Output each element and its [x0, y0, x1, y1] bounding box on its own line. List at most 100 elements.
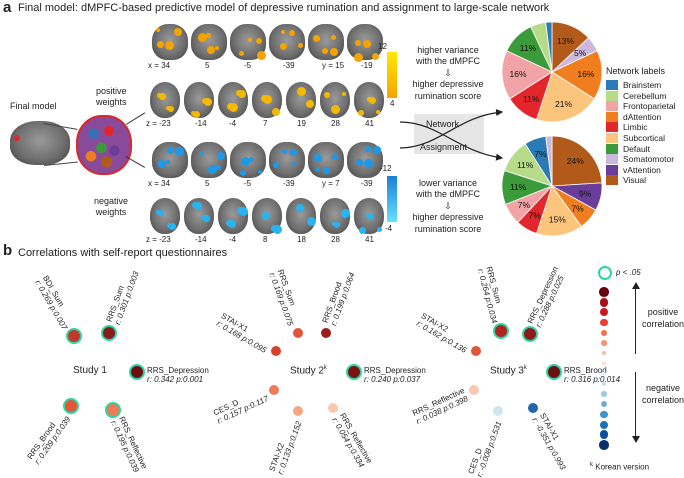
legend-label: dAttention [623, 111, 662, 122]
slice-coordinate-label: 41 [365, 235, 374, 244]
final-model-brain-figure: Final model [4, 101, 149, 195]
pos-line-5: rumination score [414, 90, 482, 101]
correlation-node [521, 325, 538, 342]
slice-coordinate-label: -4 [229, 235, 237, 244]
correlation-node [292, 327, 303, 338]
activation-blob [199, 152, 203, 156]
node-name: RRS_Brood [564, 366, 607, 375]
activation-blob [281, 30, 285, 34]
scale-dot [601, 391, 607, 397]
scale-arrow-up-head [632, 282, 640, 289]
slice-coordinate-label: x = 34 [148, 61, 171, 70]
correlation-legend: p < .05 positive correlation negative co… [590, 266, 684, 474]
slice-coordinate-label: 19 [297, 119, 306, 128]
activation-blob [204, 98, 212, 106]
activation-blob [168, 106, 174, 112]
legend-label: Default [623, 143, 650, 154]
pie-slice-label: 7% [534, 149, 547, 159]
activation-blob [166, 106, 170, 110]
panel-b-letter: b [3, 242, 13, 259]
activation-blob [323, 167, 330, 174]
slice-coordinate-label: -14 [195, 235, 207, 244]
node-name: RRS_Depression [147, 366, 209, 375]
activation-blob [359, 227, 366, 234]
activation-blob [257, 51, 266, 60]
legend-item-default: Default [606, 143, 650, 154]
activation-blob [157, 41, 164, 48]
activation-blob [215, 46, 219, 50]
brain-slice [354, 82, 384, 118]
legend-item-vattention: vAttention [606, 164, 661, 175]
pie-slice-dattention [551, 50, 603, 100]
scale-arrow-up [635, 288, 636, 354]
legend-swatch [606, 143, 618, 154]
slice-coordinate-label: -19 [361, 61, 373, 70]
slice-coordinate-label: y = 15 [322, 61, 345, 70]
activation-blob [296, 204, 304, 212]
legend-item-dattention: dAttention [606, 111, 662, 122]
significance-ring-icon [598, 266, 612, 280]
activation-blob [157, 93, 162, 98]
pie-slice-label: 11% [523, 94, 540, 104]
activation-blob [341, 209, 350, 218]
panel-a-letter: a [3, 0, 12, 16]
neg-line-5: rumination score [414, 223, 482, 234]
scale-dot [602, 371, 606, 376]
positive-colorbar-max: 12 [378, 42, 387, 51]
positive-explanation: higher variance with the dMPFC ⇩ higher … [404, 45, 492, 102]
slice-coordinate-label: x = 34 [148, 179, 171, 188]
significance-label: p < .05 [616, 268, 641, 277]
activation-blob [228, 220, 236, 228]
negative-colorbar-min: -4 [385, 224, 393, 233]
activation-blob [314, 154, 322, 162]
legend-label: Subcortical [623, 133, 666, 143]
activation-blob [203, 215, 210, 222]
pos-line-4: higher depressive [412, 79, 484, 90]
activation-blob [373, 146, 381, 154]
scale-dot [600, 319, 608, 327]
activation-blob [166, 160, 170, 164]
scale-dot [599, 297, 609, 307]
activation-blob [365, 146, 371, 152]
activation-blob [322, 48, 328, 54]
activation-blob [167, 147, 174, 154]
brain-slice [184, 82, 214, 118]
arrow-cross-2 [399, 121, 504, 161]
legend-label: vAttention [623, 164, 661, 175]
activation-blob [307, 217, 316, 226]
slice-coordinate-label: -4 [229, 119, 237, 128]
final-model-label: Final model [10, 101, 57, 111]
activation-blob [193, 111, 200, 118]
brain-slice [269, 24, 305, 60]
brain-slice [230, 142, 266, 178]
activation-blob [159, 93, 166, 100]
legend-swatch [606, 133, 618, 143]
brain-slice [191, 24, 227, 60]
slice-coordinate-label: -14 [195, 119, 207, 128]
pie-slice-label: 21% [555, 99, 572, 109]
activation-blob [240, 170, 246, 176]
legend-label: Frontoparietal [623, 101, 676, 112]
pie-slice-somatomotor [545, 135, 553, 187]
activation-blob [313, 35, 320, 42]
activation-blob [239, 51, 244, 56]
activation-blob [226, 220, 232, 226]
activation-blob [175, 147, 184, 156]
activation-blob [315, 167, 320, 172]
legend-label: Somatomotor [623, 154, 675, 165]
activation-blob [201, 215, 206, 220]
pos-line-3: ⇩ [444, 67, 452, 78]
slice-coordinate-label: 5 [205, 61, 210, 70]
network-pie-charts: 13%5%16%21%11%16%11%24%9%7%15%7%7%11%11%… [501, 21, 603, 237]
scale-dot [600, 329, 608, 336]
node-stats: r: 0.342 p:0.001 [147, 375, 204, 384]
scale-dot [600, 401, 608, 408]
pie-slice-label: 7% [518, 200, 531, 210]
legend-swatch [606, 111, 618, 122]
correlation-node [492, 406, 503, 417]
brain-slice [286, 82, 316, 118]
